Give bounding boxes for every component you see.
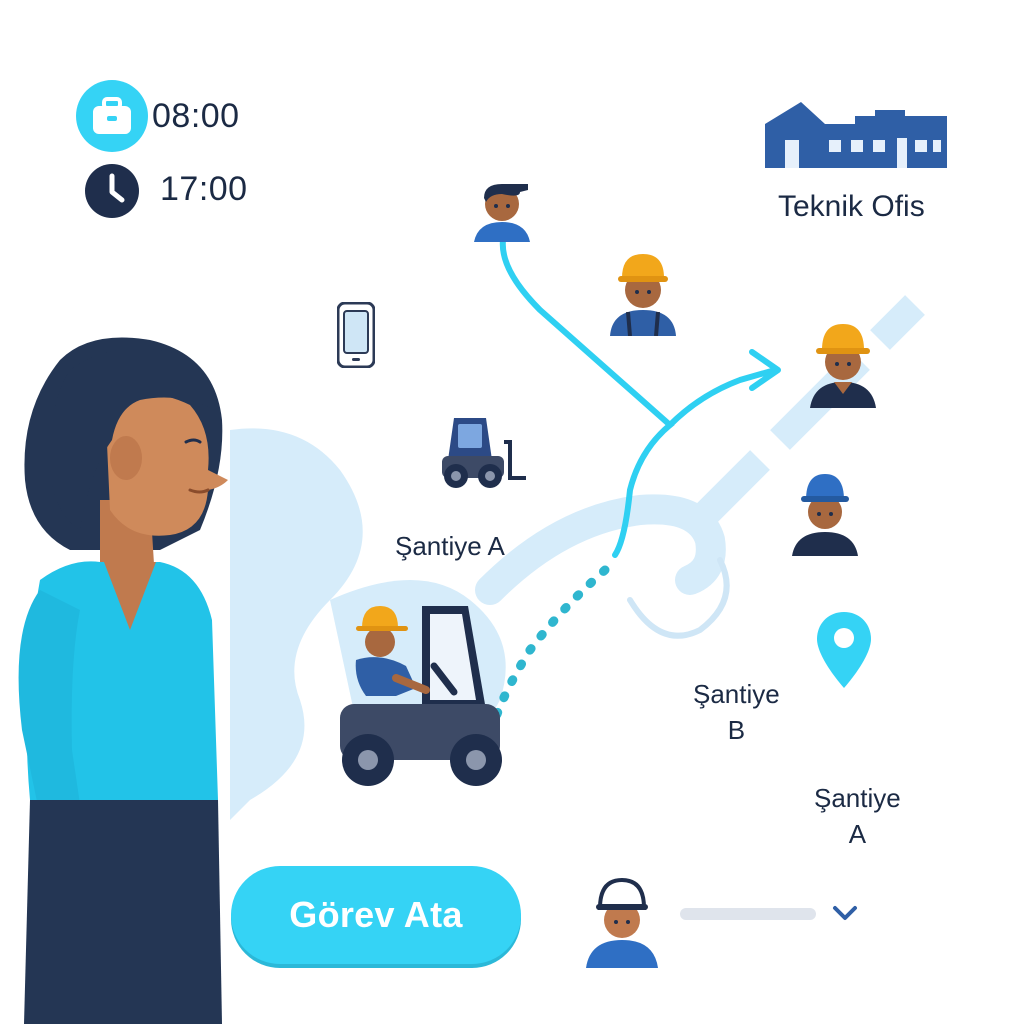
river-left xyxy=(230,428,363,820)
route-line xyxy=(499,237,675,558)
forklift-driver[interactable] xyxy=(336,600,508,788)
assignee-select-field[interactable] xyxy=(680,908,816,920)
river-outline xyxy=(627,557,730,639)
worker-avatar[interactable] xyxy=(472,180,532,242)
office-building-icon[interactable] xyxy=(765,102,947,168)
route-branch xyxy=(667,367,778,428)
smartphone-icon[interactable] xyxy=(337,302,375,368)
chevron-down-icon[interactable] xyxy=(830,900,860,926)
location-pin-icon[interactable] xyxy=(815,610,873,690)
site-label-b[interactable]: Şantiye B xyxy=(693,679,780,745)
assign-task-button[interactable]: Görev Ata xyxy=(231,866,521,964)
end-time: 17:00 xyxy=(160,170,248,208)
briefcase-icon xyxy=(76,80,148,152)
route-dotted xyxy=(490,565,610,725)
forklift-icon[interactable] xyxy=(440,414,528,490)
start-time: 08:00 xyxy=(152,97,240,135)
worker-hardhat-blue[interactable] xyxy=(792,470,858,556)
clock-icon xyxy=(85,164,139,218)
route-arrow-icon xyxy=(749,349,781,391)
river-bend xyxy=(475,494,726,605)
office-label[interactable]: Teknik Ofis xyxy=(778,190,925,223)
worker-hardhat-orange[interactable] xyxy=(608,250,678,336)
worker-hardhat-white-icon[interactable] xyxy=(584,872,660,968)
manager-illustration xyxy=(18,337,228,1024)
site-label-a-lower[interactable]: Şantiye A xyxy=(814,783,901,849)
site-label-a-upper[interactable]: Şantiye A xyxy=(395,531,505,561)
worker-hardhat-orange-2[interactable] xyxy=(810,320,876,408)
